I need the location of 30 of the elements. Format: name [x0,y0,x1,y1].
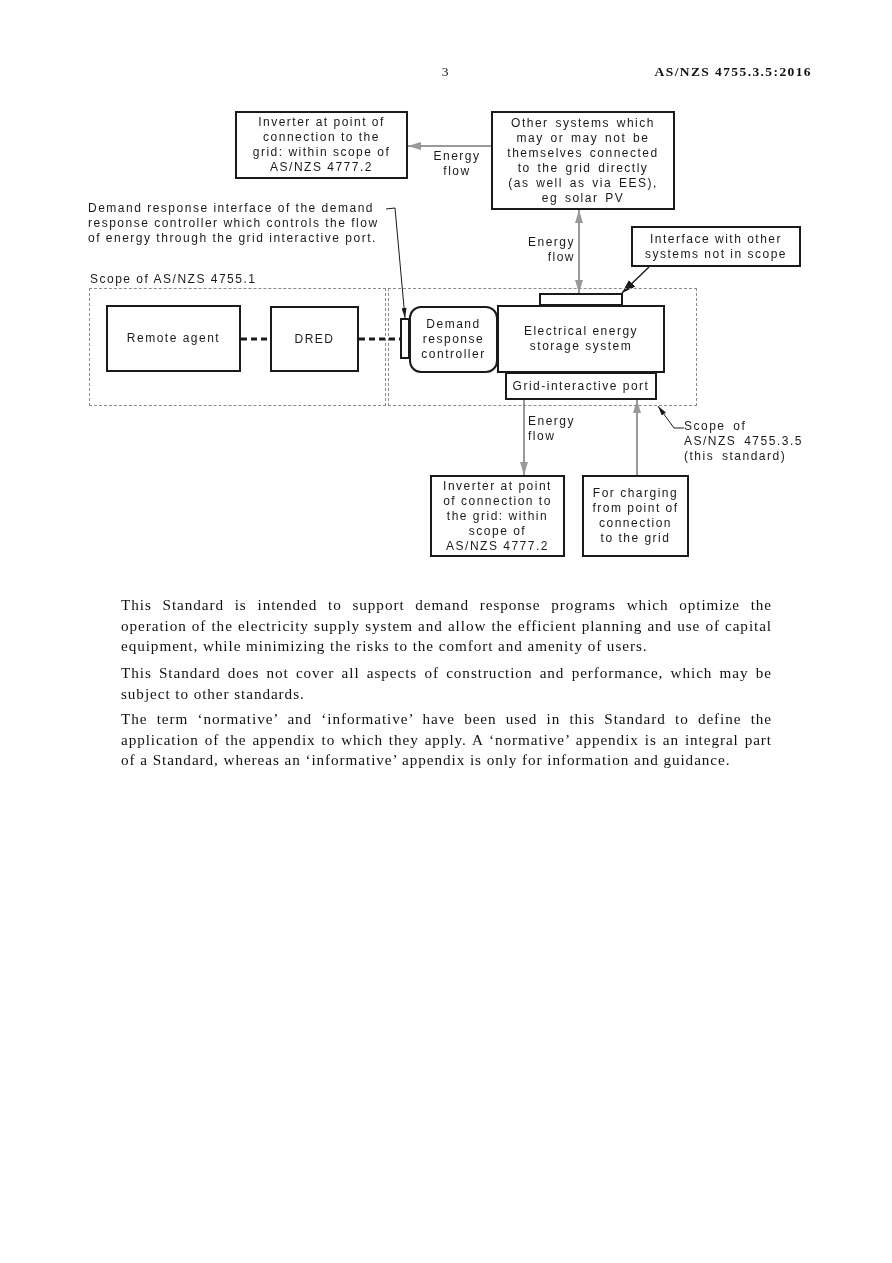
inverter-box: Inverter at point of connection to the grid: within scope of AS/NZS 4777.2 [430,475,565,557]
interface-block [539,293,623,306]
running-header: AS/NZS 4755.3.5:2016 [653,64,812,80]
body-paragraph: This Standard does not cover all aspects of construction and performance, which may be subject to other standards. [121,663,772,704]
leader-arrow [621,266,650,294]
connector-line [241,337,270,341]
charging-source-box: For charging from point of connection to the grid [582,475,689,557]
inverter-box: Inverter at point of connection to the grid: within scope of AS/NZS 4777.2 [235,111,408,179]
callout-box: Interface with other systems not in scope [631,226,801,267]
dred-box: DRED [270,306,359,372]
annotation-text: Demand response interface of the demand response controller which controls the flow of energy through the grid interactive port. [88,201,386,247]
port-box: Grid-interactive port [505,372,657,400]
leader-line [657,405,685,429]
leader-line [385,207,407,319]
arrow [575,209,583,294]
arrow [407,142,492,150]
storage-system-box: Electrical energy storage system [497,305,665,373]
body-paragraph: This Standard is intended to support demand response programs which optimize the operation of the electricity supply system and allow the efficient planning and use of capital equipment, while minimizing the risks to the comfort and amenity of users. [121,595,772,656]
scope-heading: Scope of AS/NZS 4755.1 [90,272,257,287]
body-paragraph: The term ‘normative’ and ‘informative’ have been used in this Standard to define the application of the appendix to which they apply. A ‘normative’ appendix is an integral part of a Standard, whereas an ‘informative’ appendix is only for information and guidance. [121,709,772,770]
page-number: 3 [440,64,450,80]
agent-box: Remote agent [106,305,241,372]
arrow [520,399,528,476]
controller-box: Demand response controller [409,306,498,373]
scope-boundary [388,288,697,406]
interface-block [400,318,410,359]
connector-line [359,337,400,341]
arrow [633,399,641,476]
annotation-text: Scope of AS/NZS 4755.3.5 (this standard) [684,419,805,466]
other-systems-box: Other systems which may or may not be themselves connected to the grid directly (as well as via EES), eg solar PV [491,111,675,210]
